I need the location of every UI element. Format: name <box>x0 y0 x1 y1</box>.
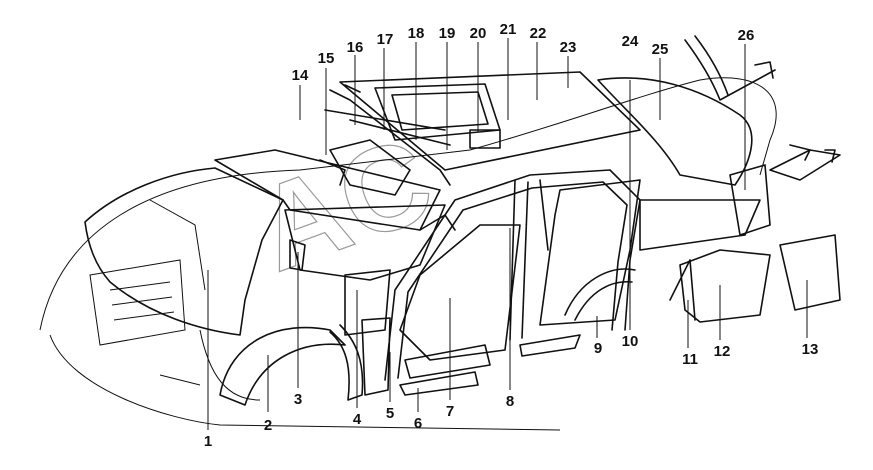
rear-quarter-panel <box>729 164 771 236</box>
rear-window <box>597 77 753 186</box>
car-body-outline <box>39 77 777 431</box>
hood-panel <box>84 167 284 336</box>
callout-8: 8 <box>506 393 514 410</box>
rear-trim-panels <box>669 234 841 323</box>
seat-belt-rail <box>684 35 776 101</box>
callout-16: 16 <box>347 39 364 56</box>
callout-17: 17 <box>377 31 394 48</box>
callout-9: 9 <box>594 340 602 357</box>
callout-21: 21 <box>500 21 517 38</box>
callout-11: 11 <box>682 351 698 368</box>
watermark-text: AC <box>240 112 449 297</box>
callout-6: 6 <box>414 415 422 432</box>
callout-4: 4 <box>353 411 362 428</box>
callout-13: 13 <box>802 341 819 358</box>
callout-26: 26 <box>738 27 755 44</box>
rear-wheel-arch <box>564 268 636 321</box>
sill-strips <box>399 334 581 396</box>
callout-18: 18 <box>408 25 425 42</box>
callout-10: 10 <box>622 333 639 350</box>
callout-3: 3 <box>294 391 302 408</box>
callout-24: 24 <box>622 33 639 50</box>
callout-22: 22 <box>530 25 547 42</box>
front-wheel-housing <box>219 324 364 406</box>
callout-12: 12 <box>714 343 731 360</box>
callout-labels: 1 2 3 4 5 6 7 8 9 10 11 12 13 14 15 16 1… <box>204 21 819 450</box>
callout-25: 25 <box>652 41 669 58</box>
callout-5: 5 <box>386 405 394 422</box>
side-inner-panels <box>289 239 391 396</box>
callout-19: 19 <box>439 25 456 42</box>
callout-1: 1 <box>204 433 212 450</box>
callout-15: 15 <box>318 50 335 67</box>
callout-14: 14 <box>292 67 309 84</box>
spare-wheel-jack <box>769 144 841 181</box>
callout-20: 20 <box>470 25 487 42</box>
roof-assembly <box>324 71 641 186</box>
callout-7: 7 <box>446 403 454 420</box>
leader-lines <box>207 38 808 430</box>
callout-2: 2 <box>264 417 272 434</box>
callout-23: 23 <box>560 39 577 56</box>
body-side-frame <box>384 169 641 381</box>
